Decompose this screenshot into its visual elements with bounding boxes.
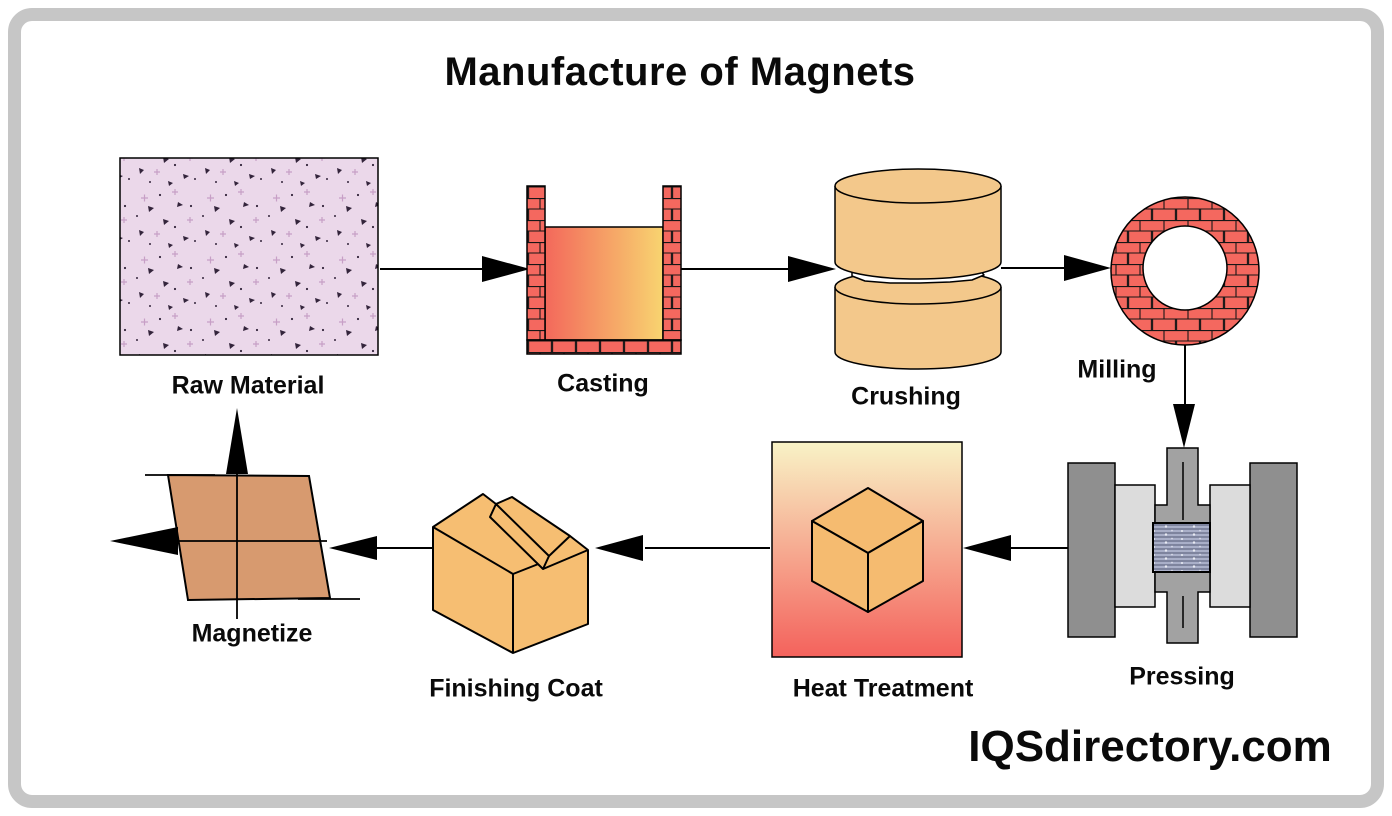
magnetize-left-arrow — [110, 527, 178, 555]
label-casting: Casting — [557, 369, 649, 398]
heat-treatment-graphic — [771, 441, 963, 658]
casting-graphic — [526, 185, 682, 355]
magnetize-graphic — [110, 408, 360, 619]
arrow-crushing-to-milling — [1001, 255, 1111, 281]
arrow-pressing-to-heat — [963, 535, 1068, 561]
label-crushing: Crushing — [851, 382, 961, 411]
arrow-milling-to-pressing — [1173, 345, 1195, 448]
finishing-coat-graphic — [432, 493, 589, 654]
label-raw-material: Raw Material — [171, 371, 325, 400]
label-magnetize: Magnetize — [191, 619, 313, 648]
diagram-frame — [8, 8, 1384, 808]
watermark: IQSdirectory.com — [968, 722, 1332, 771]
label-finishing-coat: Finishing Coat — [429, 674, 603, 703]
arrow-finishing-to-magnetize — [329, 536, 433, 560]
arrow-raw-to-casting — [380, 256, 530, 282]
arrow-casting-to-crushing — [681, 256, 836, 282]
heat-treatment-cube — [811, 487, 924, 613]
arrow-heat-to-finishing — [595, 535, 770, 561]
diagram-title: Manufacture of Magnets — [444, 50, 916, 94]
milling-graphic — [1110, 196, 1260, 346]
pressing-graphic — [1067, 447, 1298, 644]
label-heat-treatment: Heat Treatment — [792, 674, 974, 703]
label-milling: Milling — [1077, 355, 1157, 384]
magnetize-up-arrow — [226, 408, 248, 474]
label-pressing: Pressing — [1129, 662, 1235, 691]
crushing-graphic — [834, 168, 1002, 370]
raw-material-graphic — [119, 157, 379, 356]
